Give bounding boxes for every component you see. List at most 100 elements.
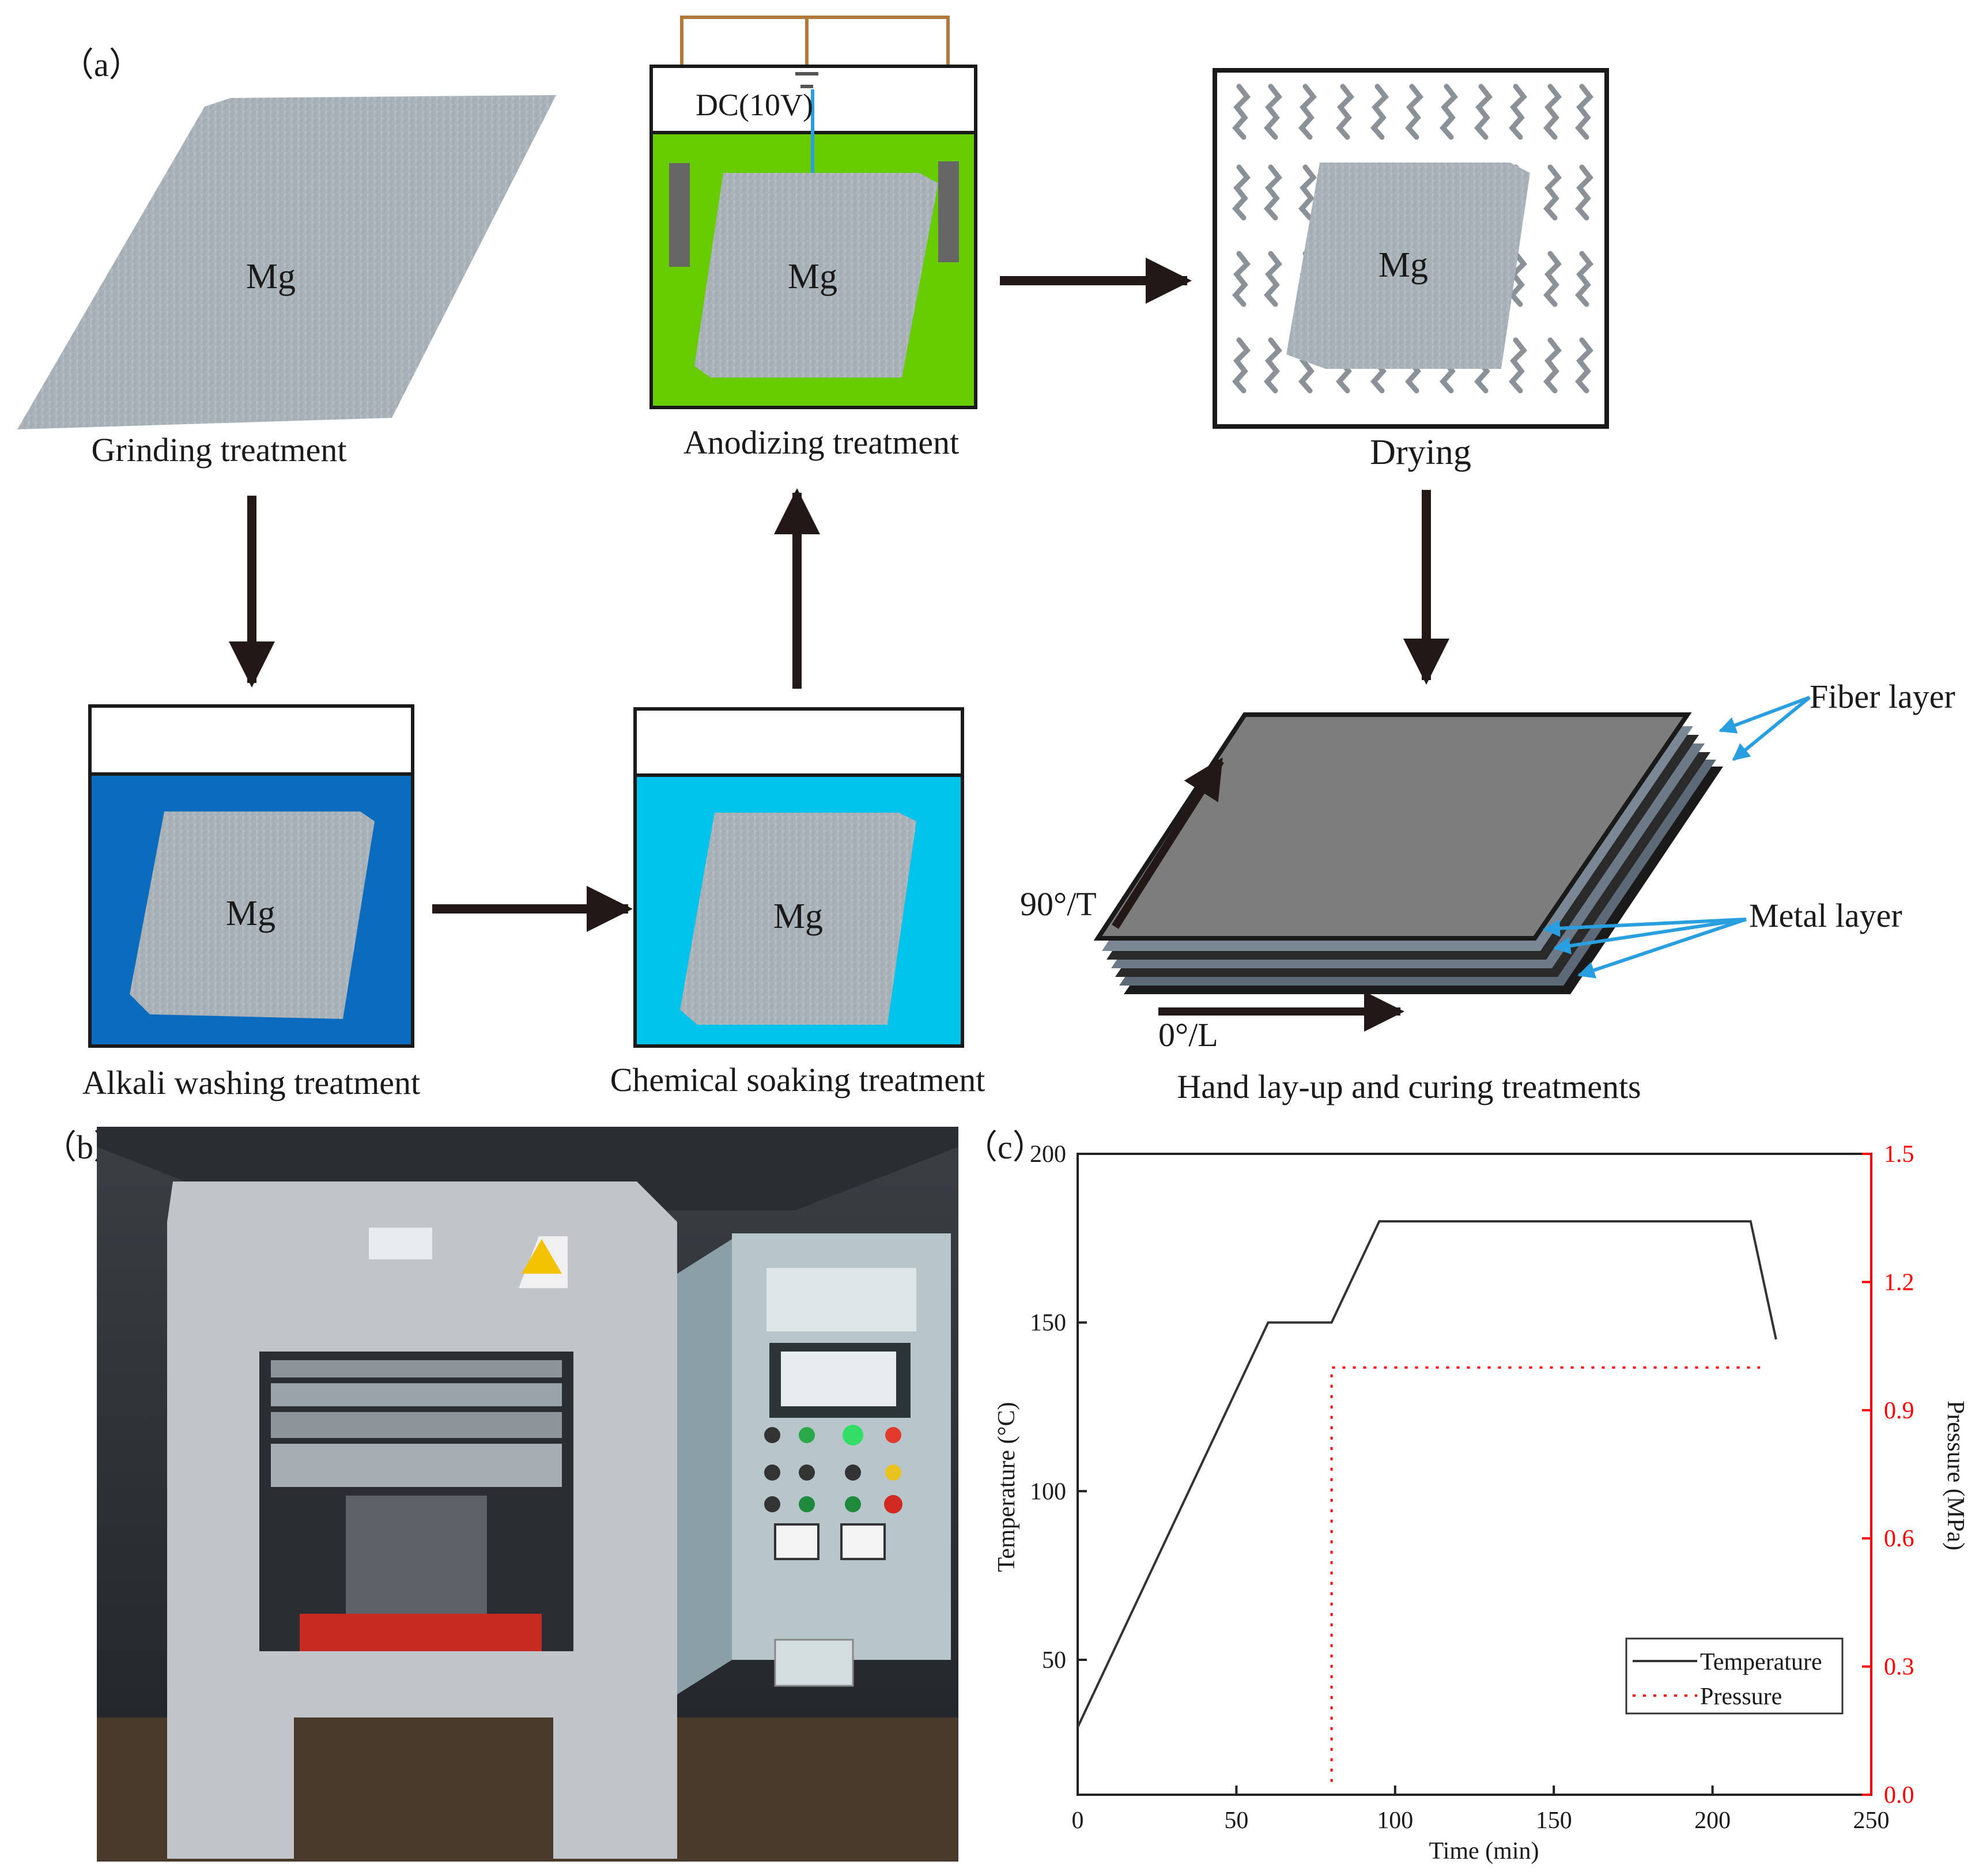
y-left-tick-label-0: 50 [1042,1647,1066,1674]
y-left-tick-label-3: 200 [1030,1141,1066,1168]
y-axis-right-ticks: 0.0 0.3 0.6 0.9 1.2 1.5 [1862,1141,1914,1809]
metal-callout-1 [1543,918,1747,937]
control-buttons [764,1425,902,1513]
heat-wave-6 [1264,251,1282,307]
direction-90-label: 90°/T [1020,885,1097,923]
y-axis-right-title: Pressure (MPa) [1942,1401,1969,1550]
press-red-base [300,1614,542,1651]
hot-press-photo [97,1127,958,1862]
ammeter-right [840,1523,886,1560]
heat-wave-37 [1543,164,1562,221]
soaking-sheet [680,813,916,1025]
heat-wave-28 [1474,84,1493,140]
panel-b: （b） [43,1127,958,1862]
metal-callout-2 [1553,918,1747,954]
grinding-sheet-label: Mg [246,257,296,296]
heat-wave-5 [1264,164,1282,221]
control-screen-display [781,1352,896,1406]
x-tick-label-2: 100 [1377,1807,1413,1834]
x-tick-label-3: 150 [1536,1807,1572,1834]
heat-wave-35 [1509,337,1527,394]
heat-wave-1 [1232,164,1251,221]
legend-label-pressure: Pressure [1700,1684,1782,1710]
alkali-sheet [130,811,375,1019]
drying-step: Mg Drying [1213,68,1609,472]
fiber-callout-2 [1732,696,1811,761]
x-tick-label-5: 250 [1853,1807,1890,1834]
drying-caption: Drying [1370,433,1471,472]
soaking-step: Mg Chemical soaking treatment [610,707,985,1099]
series-temperature-line [1077,1220,1777,1728]
series-pressure-line [1330,1366,1761,1782]
control-notice [766,1268,916,1331]
heat-wave-34 [1509,251,1527,307]
heat-wave-39 [1543,337,1562,394]
x-axis-title: Time (min) [1429,1838,1539,1864]
drying-sheet [1286,163,1530,369]
x-tick-label-0: 0 [1072,1807,1084,1834]
control-cabinet-side [677,1239,732,1694]
panel-c-label: （c） [964,1128,1046,1166]
heat-wave-7 [1264,337,1282,394]
alkali-caption: Alkali washing treatment [82,1064,420,1101]
heat-wave-16 [1370,84,1389,140]
y-axis-left-title: Temperature (°C) [994,1402,1020,1572]
grinding-step: Mg Grinding treatment [17,95,556,469]
heat-wave-9 [1298,164,1317,221]
heat-wave-41 [1575,164,1593,221]
cure-cycle-chart: 0 50 100 150 200 250 50 100 150 200 0.0 0.3 0.6 0.9… [994,1141,1969,1864]
alkali-sheet-label: Mg [226,894,275,933]
metal-callout-3 [1577,918,1747,979]
fiber-layer-label: Fiber layer [1810,678,1955,715]
layup-step: 90°/T 0°/L Fiber layer Metal layer Hand … [1020,678,1955,1105]
heat-wave-32 [1509,84,1527,140]
direction-0-label: 0°/L [1158,1016,1218,1054]
press-platen-3 [271,1412,562,1438]
press-nameplate [369,1228,432,1259]
anodizing-sheet-label: Mg [788,257,837,296]
x-tick-label-4: 200 [1694,1807,1731,1834]
y-right-tick-label-5: 1.5 [1884,1141,1914,1168]
y-right-tick-label-0: 0.0 [1884,1782,1914,1809]
anodizing-caption: Anodizing treatment [683,424,959,461]
heat-wave-3 [1232,337,1251,394]
laminate-top-layer [1093,712,1692,941]
heat-wave-0 [1232,84,1251,140]
legend: Temperature Pressure [1625,1637,1844,1715]
metal-layer-label: Metal layer [1749,897,1902,934]
layup-caption: Hand lay-up and curing treatments [1177,1068,1641,1105]
grinding-caption: Grinding treatment [92,431,347,469]
y-left-tick-label-2: 150 [1030,1310,1066,1337]
arrow-90-direction [1112,757,1224,929]
y-right-tick-label-3: 0.9 [1884,1398,1914,1424]
warning-triangle [522,1239,562,1274]
heat-wave-12 [1336,84,1354,140]
y-axis-left-ticks: 50 100 150 200 [1030,1141,1087,1674]
soaking-sheet-label: Mg [773,897,823,936]
press-cylinder [346,1496,487,1614]
press-platen-2 [271,1383,562,1406]
heat-wave-24 [1440,84,1458,140]
legend-box [1625,1637,1844,1715]
y-left-tick-label-1: 100 [1030,1478,1066,1505]
heat-wave-36 [1543,84,1562,140]
y-right-tick-label-2: 0.6 [1884,1526,1914,1552]
y-right-tick-label-4: 1.2 [1884,1269,1914,1296]
heat-wave-40 [1575,84,1593,140]
drying-sheet-label: Mg [1378,246,1428,285]
power-supply-label: DC(10V) [696,88,813,122]
press-platen-1 [271,1360,562,1377]
legend-label-temperature: Temperature [1700,1649,1822,1675]
fiber-callout-1 [1719,696,1811,734]
x-axis-ticks: 0 50 100 150 200 250 [1072,1786,1890,1834]
x-tick-label-1: 50 [1224,1807,1248,1834]
panel-a-label: （a） [61,46,142,84]
heat-wave-38 [1543,251,1562,307]
heat-wave-20 [1405,84,1423,140]
y-right-tick-label-1: 0.3 [1884,1654,1914,1681]
cathode-left [669,163,690,267]
cathode-right [938,161,959,262]
series-layer [1077,1220,1777,1782]
